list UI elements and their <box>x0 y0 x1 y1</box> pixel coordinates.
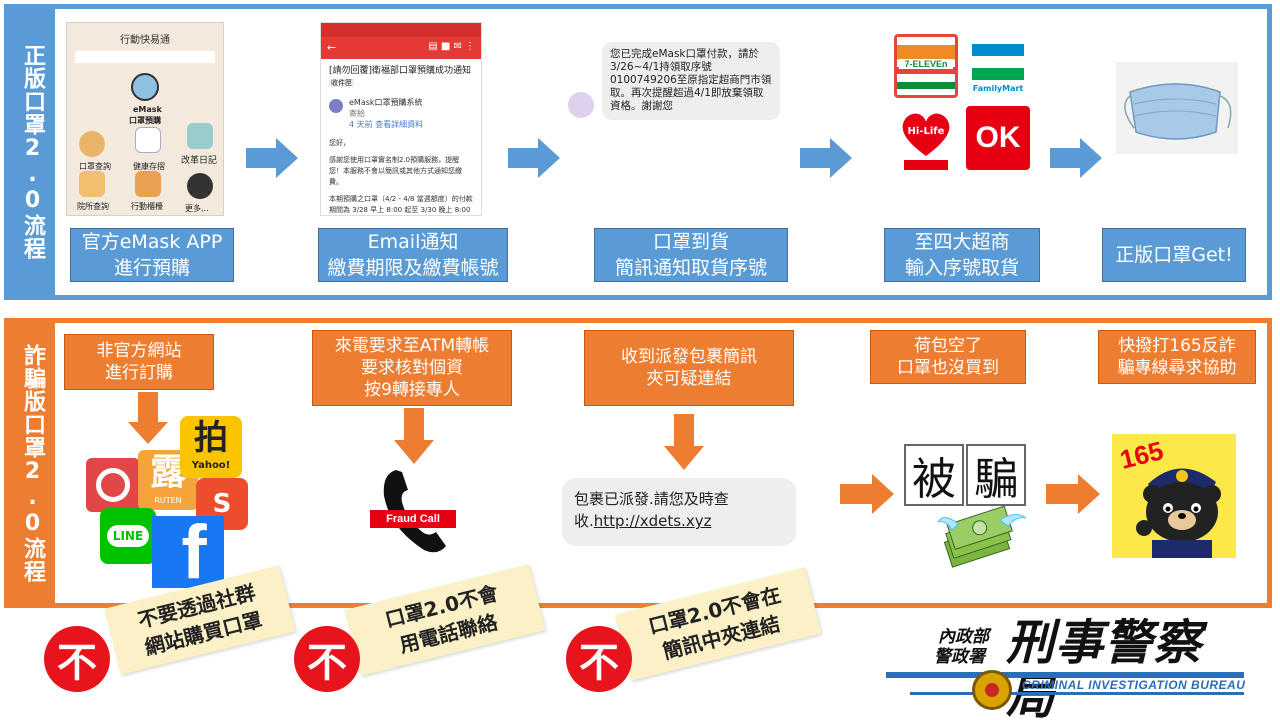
scam-step-money-lost: 荷包空了口罩也沒買到 <box>870 330 1026 384</box>
status-bar <box>321 23 481 37</box>
scam-step-phone-call: 來電要求至ATM轉帳要求核對個資按9轉接專人 <box>312 330 512 406</box>
logo-line1: 內政部 <box>938 627 989 647</box>
arrow-right-icon <box>1046 474 1100 518</box>
facebook-icon: f <box>152 516 224 588</box>
arrow-down-icon <box>664 414 704 474</box>
genuine-flow-label: 正版口罩2.0流程 <box>9 9 55 295</box>
more-icon <box>187 173 213 199</box>
logo-name: 刑事警察局 <box>1006 615 1203 720</box>
emask-label: eMask <box>133 105 162 114</box>
seven-eleven-logo: 7-ELEVEn <box>894 34 958 98</box>
back-arrow-icon: ← <box>327 41 337 54</box>
surgical-mask-image <box>1116 62 1238 154</box>
criminal-investigation-bureau-logo: 內政部 警政署 刑事警察局 CRIMINAL INVESTIGATION BUR… <box>880 616 1250 720</box>
inbox-tag: 收件匣 <box>329 79 354 87</box>
ok-mart-logo: OK <box>966 106 1030 170</box>
sender-avatar <box>329 99 343 113</box>
hi-life-logo: Hi-Life <box>894 106 958 170</box>
police-bear-icon <box>1136 468 1221 558</box>
arrow-down-icon <box>128 392 168 448</box>
reform-diary-icon <box>187 123 213 149</box>
app-item: 行動櫃檯 <box>131 202 163 211</box>
app-screenshot: 行動快易通 eMask 口罩預購 口罩查詢 健康存摺 改革日記 院所查詢 行動櫃… <box>66 22 224 216</box>
photo-app-icon <box>86 458 140 512</box>
police-emblem-icon <box>972 670 1012 710</box>
arrow-right-icon <box>840 474 894 518</box>
app-title: 行動快易通 <box>120 35 170 46</box>
sender-date: 4 天前 查看詳細資料 <box>349 120 424 129</box>
email-paragraph: 感謝您使用口罩實名制2.0預購服務，提醒您！本服務不會以簡訊或其他方式通知您繳費… <box>329 156 462 186</box>
familymart-logo: FamilyMart <box>966 34 1030 98</box>
ruten-icon: 露 RUTEN <box>138 450 198 510</box>
arrow-right-icon <box>508 138 560 178</box>
emask-icon <box>131 73 159 101</box>
scam-sms-message: 包裹已派發.請您及時查收.http://xdets.xyz <box>562 478 796 546</box>
sender-to: 寄給 <box>349 109 365 118</box>
toolbar-icons: ▤ ■ ✉ ⋮ <box>428 41 475 52</box>
sms-message: 您已完成eMask口罩付款，請於3/26~4/1持領取序號0100749206至… <box>602 42 780 120</box>
logo-stripe <box>910 692 1244 695</box>
flying-money-icon <box>938 506 1027 568</box>
email-toolbar: ← ▤ ■ ✉ ⋮ <box>321 37 481 59</box>
app-item: 口罩查詢 <box>79 162 111 171</box>
logo-english: CRIMINAL INVESTIGATION BUREAU <box>1022 678 1246 692</box>
scam-step-unofficial-site: 非官方網站進行訂購 <box>64 334 214 390</box>
email-paragraph: 本期預購之口罩（4/2 - 4/8 當週額度）的付款期間為 3/28 早上 8:… <box>329 195 473 214</box>
step-email-notice: Email通知繳費期限及繳費帳號 <box>318 228 508 282</box>
clinic-query-icon <box>79 171 105 197</box>
scam-step-call-165: 快撥打165反詐騙專線尋求協助 <box>1098 330 1256 384</box>
email-screenshot: ← ▤ ■ ✉ ⋮ [請勿回覆]衛福部口罩預購成功通知 收件匣 eMask口罩預… <box>320 22 482 216</box>
logo-line2: 警政署 <box>934 647 985 667</box>
scam-step-sms-link: 收到派發包裹簡訊夾可疑連結 <box>584 330 794 406</box>
fraud-call-icon: Fraud Call <box>366 466 464 556</box>
arrow-down-icon <box>394 408 434 468</box>
logo-stripe <box>886 672 1244 678</box>
email-sender-block: eMask口罩預購系統 寄給 4 天前 查看詳細資料 <box>321 89 481 130</box>
sender-name: eMask口罩預購系統 <box>349 98 423 107</box>
scammed-image: 被 騙 <box>904 444 1028 572</box>
step-sms-notice: 口罩到貨簡訊通知取貨序號 <box>594 228 788 282</box>
app-item: 健康存摺 <box>133 162 165 171</box>
mask-query-icon <box>79 131 105 157</box>
step-get-mask: 正版口罩Get! <box>1102 228 1246 282</box>
app-search-bar <box>75 51 215 63</box>
prohibition-icon: 不 <box>44 626 110 692</box>
email-greeting: 您好， <box>329 139 350 147</box>
line-icon: LINE <box>100 508 156 564</box>
prohibition-icon: 不 <box>294 626 360 692</box>
health-book-icon <box>135 127 161 153</box>
email-subject: [請勿回覆]衛福部口罩預購成功通知 收件匣 <box>329 66 472 87</box>
scam-flow-label: 詐騙版口罩2.0流程 <box>9 323 55 603</box>
app-item: 改革日記 <box>181 156 218 166</box>
app-item: 院所查詢 <box>77 202 109 211</box>
emask-sub-label: 口罩預購 <box>129 116 161 125</box>
arrow-right-icon <box>1050 138 1102 178</box>
step-store-pickup: 至四大超商輸入序號取貨 <box>884 228 1040 282</box>
hotline-165-image: 165 <box>1112 434 1236 558</box>
arrow-right-icon <box>246 138 298 178</box>
sms-avatar-icon <box>568 92 594 118</box>
arrow-right-icon <box>800 138 852 178</box>
email-body: 您好， 感謝您使用口罩實名制2.0預購服務，提醒您！本服務不會以簡訊或其他方式通… <box>321 130 481 215</box>
prohibition-icon: 不 <box>566 626 632 692</box>
mobile-counter-icon <box>135 171 161 197</box>
scam-link[interactable]: http://xdets.xyz <box>593 512 712 530</box>
app-item: 更多... <box>185 204 209 213</box>
convenience-store-logos: 7-ELEVEn FamilyMart Hi-Life OK <box>888 28 1036 176</box>
yahoo-auction-icon: 拍 Yahoo! <box>180 416 242 478</box>
